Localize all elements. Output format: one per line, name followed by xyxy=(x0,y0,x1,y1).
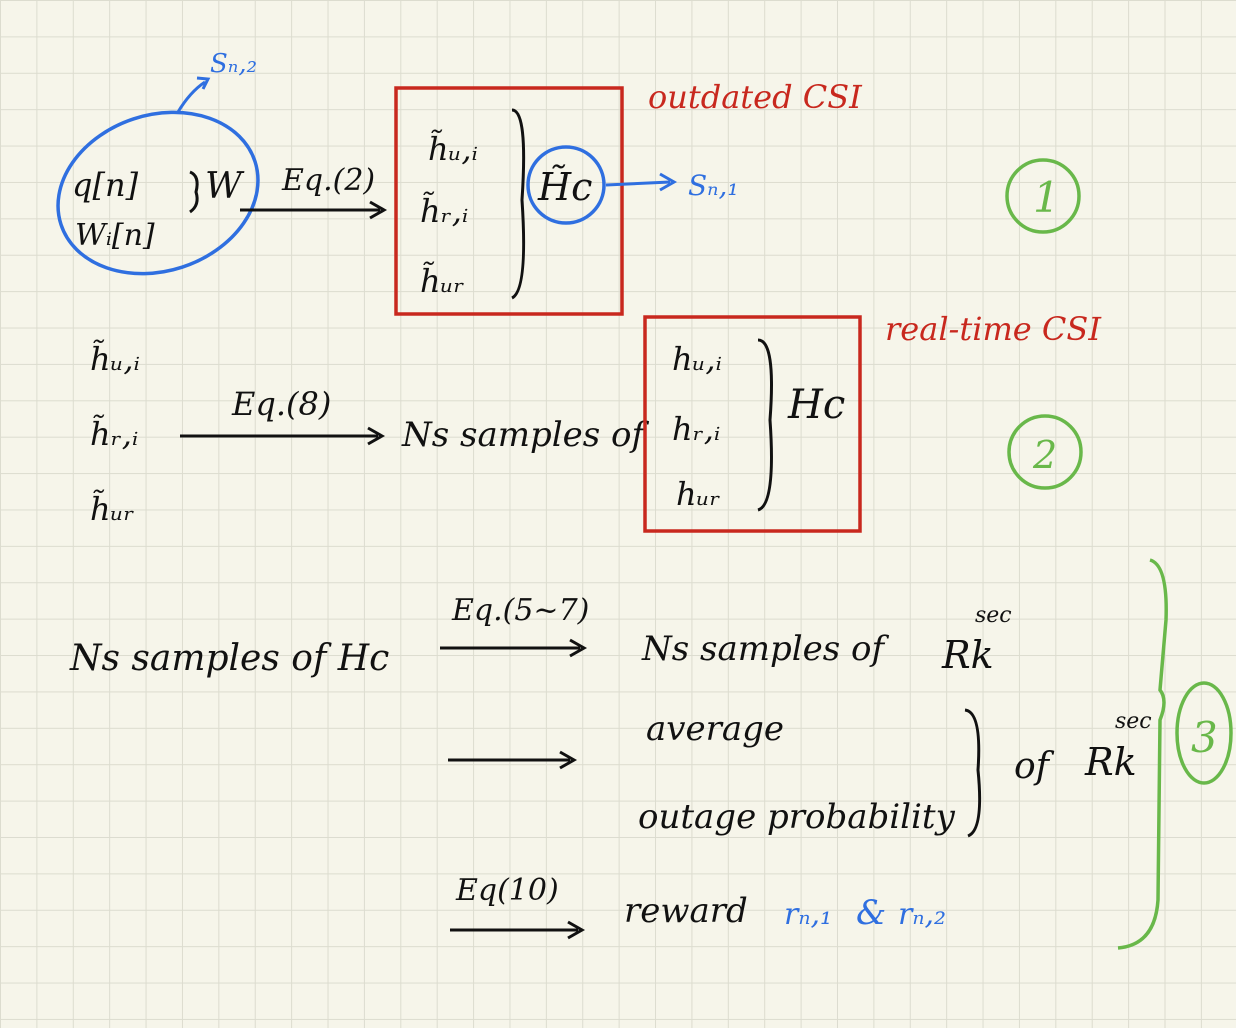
label-of: of xyxy=(1014,746,1055,787)
label-Hc-real: Hc xyxy=(787,382,845,428)
green-step-2 xyxy=(1007,414,1083,490)
label-eq10: Eq(10) xyxy=(455,873,559,908)
brace-1 xyxy=(189,170,199,214)
label-tilde-h-ui: h̃ᵤ,ᵢ xyxy=(428,130,478,168)
label-ns-samples-of-2: Ns samples of xyxy=(641,629,889,669)
label-rk-2: Rk xyxy=(1084,740,1137,784)
label-ns-samples-of-hc: Ns samples of Hc xyxy=(69,638,389,679)
label-sec-1: sec xyxy=(975,603,1012,628)
green-step-1 xyxy=(1005,158,1081,234)
label-h-ui-2: h̃ᵤ,ᵢ xyxy=(90,340,140,378)
label-h-ui-real: hᵤ,ᵢ xyxy=(672,340,722,378)
label-h-ri-real: hᵣ,ᵢ xyxy=(672,410,720,448)
blue-circle-inputs xyxy=(56,110,260,276)
label-ns-samples-of-1: Ns samples of xyxy=(401,415,649,455)
label-reward: reward xyxy=(624,891,748,931)
label-tilde-Hc: H̃c xyxy=(537,165,592,209)
label-eq8: Eq.(8) xyxy=(231,385,331,423)
label-W: W xyxy=(205,166,245,207)
label-r-n2: rₙ,₂ xyxy=(898,897,946,932)
label-s-n2: Sₙ,₂ xyxy=(210,49,257,79)
label-h-ri-2: h̃ᵣ,ᵢ xyxy=(90,415,138,453)
label-rk-1: Rk xyxy=(941,633,994,677)
green-step-3 xyxy=(1175,681,1233,785)
label-average: average xyxy=(646,709,784,749)
label-eq5-7: Eq.(5~7) xyxy=(451,593,589,628)
label-r-n1: rₙ,₁ xyxy=(784,897,832,932)
label-w-i-n: Wᵢ[n] xyxy=(75,218,155,253)
brace-4 xyxy=(964,708,982,838)
label-eq2: Eq.(2) xyxy=(281,163,375,198)
label-h-ur-real: hᵤᵣ xyxy=(676,475,720,513)
brace-2 xyxy=(511,108,526,300)
label-tilde-h-ur: h̃ᵤᵣ xyxy=(420,262,464,300)
red-box-outdated xyxy=(394,86,624,316)
label-step-1: 1 xyxy=(1033,173,1060,222)
blue-circle-hc xyxy=(526,145,606,225)
label-sec-2: sec xyxy=(1115,709,1152,734)
label-step-3: 3 xyxy=(1191,713,1218,762)
red-box-realtime xyxy=(643,315,862,533)
blue-arrow-to-sn2 xyxy=(176,80,206,113)
label-outdated-csi: outdated CSI xyxy=(648,78,863,116)
label-q-n: q[n] xyxy=(72,166,139,204)
label-tilde-h-ri: h̃ᵣ,ᵢ xyxy=(420,192,468,230)
label-s-n1: Sₙ,₁ xyxy=(688,169,739,202)
label-h-ur-2: h̃ᵤᵣ xyxy=(90,490,134,528)
label-realtime-csi: real-time CSI xyxy=(885,310,1102,348)
blue-arrow-to-sn1 xyxy=(605,180,671,187)
label-outage-probability: outage probability xyxy=(638,797,956,837)
green-brace xyxy=(1117,558,1168,950)
brace-3 xyxy=(757,338,773,512)
label-step-2: 2 xyxy=(1032,433,1057,477)
label-ampersand: & xyxy=(856,893,886,933)
